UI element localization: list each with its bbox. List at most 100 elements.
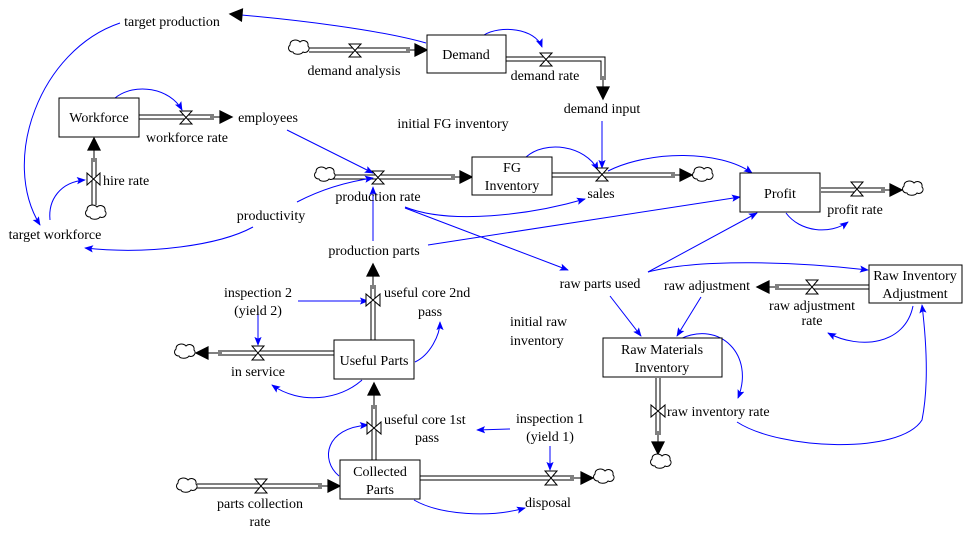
link-collected-parts-to-useful-core-1st-pass [327,421,369,477]
flow-label-in-service[interactable]: in service [231,365,285,380]
variable-initial-fg-inventory[interactable]: initial FG inventory [397,117,508,132]
variable-inspection-2[interactable]: inspection 2 [224,286,292,301]
flow-label-profit-rate[interactable]: profit rate [827,203,883,218]
stock-collected-parts[interactable]: Collected Parts [339,459,421,500]
stock-label: Adjustment [882,287,947,302]
flow-label-demand-rate[interactable]: demand rate [511,69,580,84]
link-productivity-to-target-workforce [84,226,254,253]
variable-initial-raw-inventory[interactable]: initial raw [510,315,568,330]
stock-label: Parts [366,483,394,498]
cloud-icon [174,343,196,359]
stock-profit[interactable]: Profit [739,172,821,213]
cloud-icon [692,166,714,182]
variable-target-workforce[interactable]: target workforce [9,228,102,243]
link-raw-parts-used-to-profit [647,212,758,273]
link-production-rate-to-raw-parts-used [404,207,569,271]
valve-icon[interactable] [594,167,610,182]
pipe-demand-rate [506,56,610,101]
variable-raw-adjustment[interactable]: raw adjustment [664,279,750,294]
valve-icon[interactable] [370,170,386,185]
valve-icon[interactable] [804,279,820,295]
valve-icon[interactable] [250,345,266,361]
stock-label: Demand [442,48,489,63]
variable-inspection-1[interactable]: inspection 1 [516,412,584,427]
flow-label-workforce-rate[interactable]: workforce rate [146,131,228,146]
link-raw-adjustment-to-raw-materials-inventory [676,296,702,337]
stock-label: Profit [764,187,796,202]
link-employees-to-production-rate [286,129,374,174]
flow-label-disposal[interactable]: disposal [525,496,571,511]
stock-fg-inventory[interactable]: FG Inventory [471,156,553,196]
clouds [85,39,924,493]
valve-icon[interactable] [253,478,269,494]
cloud-icon [314,166,336,182]
flow-label-demand-analysis[interactable]: demand analysis [308,64,401,79]
cloud-icon [288,39,310,55]
stock-raw-materials-inventory[interactable]: Raw Materials Inventory [602,337,723,378]
valve-icon[interactable] [347,43,363,58]
link-raw-materials-inventory-to-raw-inventory-rate [679,333,745,399]
link-demand-to-target-production [228,8,427,44]
link-collected-parts-to-disposal [413,499,526,515]
flow-label-raw-adjustment-rate[interactable]: raw adjustment [769,299,855,314]
link-workforce-to-workforce-rate [114,88,183,111]
valve-icon[interactable] [543,470,559,486]
link-target-production-to-target-workforce [23,22,121,226]
variable-raw-parts-used[interactable]: raw parts used [560,277,641,292]
valve-icon[interactable] [365,292,381,308]
flow-label-useful-core-2nd-pass[interactable]: pass [418,305,442,320]
stock-label: Raw Inventory [873,269,957,284]
stock-label: Useful Parts [340,354,409,369]
stock-raw-inventory-adjustment[interactable]: Raw Inventory Adjustment [868,264,963,304]
flow-label-raw-adjustment-rate[interactable]: rate [802,314,823,329]
flow-label-useful-core-1st-pass[interactable]: useful core 1st [384,413,466,428]
cloud-icon [593,468,615,484]
cloud-icon [176,477,198,493]
stock-label: FG [503,161,521,176]
flow-label-useful-core-2nd-pass[interactable]: useful core 2nd [384,286,470,301]
link-production-parts-to-profit [427,194,741,246]
link-raw-parts-used-to-raw-materials-inventory [609,295,642,337]
stock-demand[interactable]: Demand [426,34,507,74]
link-productivity-to-production-rate [296,175,374,203]
variable-labels: target production employees target workf… [9,15,750,445]
variable-initial-raw-inventory[interactable]: inventory [510,334,564,349]
flow-label-hire-rate[interactable]: hire rate [103,174,149,189]
valve-icon[interactable] [86,171,101,187]
variable-employees[interactable]: employees [238,111,298,126]
flow-label-parts-collection-rate[interactable]: rate [250,515,271,530]
flow-pipes [87,43,904,493]
valve-icon[interactable] [366,420,382,436]
flow-label-production-rate[interactable]: production rate [335,190,420,205]
valve-icon[interactable] [849,181,865,197]
valve-icon[interactable] [538,52,554,67]
link-fg-inventory-to-sales [525,146,599,171]
variable-inspection-2[interactable]: (yield 2) [234,304,282,319]
link-demand-to-demand-rate [483,28,543,48]
flow-label-sales[interactable]: sales [587,187,614,202]
variable-inspection-1[interactable]: (yield 1) [526,430,574,445]
valve-icon[interactable] [650,403,666,419]
variable-production-parts[interactable]: production parts [328,244,419,259]
variable-demand-input[interactable]: demand input [564,102,641,117]
causal-links [23,8,927,515]
flow-label-parts-collection-rate[interactable]: parts collection [217,497,303,512]
link-raw-inventory-rate-to-raw-inventory-adjustment [736,304,927,446]
link-raw-parts-used-to-raw-inventory-adjustment [647,262,869,273]
flow-label-raw-inventory-rate[interactable]: raw inventory rate [667,405,770,420]
variable-target-production[interactable]: target production [124,15,220,30]
link-profit-to-profit-rate [785,212,849,231]
stock-workforce[interactable]: Workforce [58,97,140,138]
link-production-rate-to-sales [404,197,586,218]
flow-labels: workforce rate hire rate demand analysis… [103,64,883,530]
stock-label: Inventory [635,361,689,376]
link-inspection1-to-useful-core-1st-pass [476,426,511,434]
stock-useful-parts[interactable]: Useful Parts [333,339,415,380]
variable-productivity[interactable]: productivity [237,209,305,224]
stock-label: Raw Materials [621,343,703,358]
valve-icon[interactable] [178,110,194,125]
flow-label-useful-core-1st-pass[interactable]: pass [415,431,439,446]
link-target-workforce-to-hire-rate [49,177,86,221]
link-raw-inventory-adjustment-to-raw-adjustment-rate [827,305,914,343]
